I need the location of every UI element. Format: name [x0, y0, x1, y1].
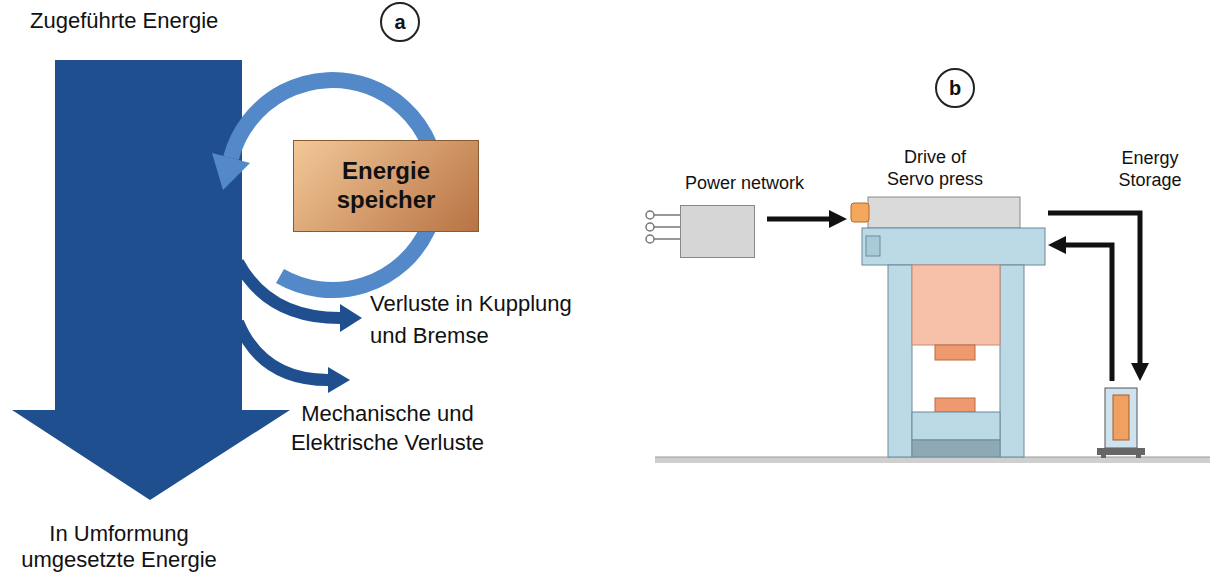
node-heading: Energy Storage — [1110, 148, 1190, 191]
storage-box: Energie speicher — [293, 140, 479, 232]
storage-foot — [1101, 455, 1106, 458]
flow-label: Zugeführte Energie — [30, 8, 218, 33]
loss-arrowhead — [328, 367, 350, 393]
ground — [655, 457, 1210, 463]
terminal — [646, 223, 654, 231]
servo-press — [646, 197, 1210, 463]
lower-die — [935, 398, 975, 412]
upper-die — [935, 345, 975, 360]
node-label: Energie speicher — [304, 157, 468, 215]
flow-label-box: Zugeführte Energie — [30, 8, 218, 34]
press-crown — [862, 228, 1045, 265]
wire — [654, 226, 680, 228]
loss-label-box: Mechanische und Elektrische Verluste — [255, 400, 520, 457]
press-slide — [912, 265, 1000, 345]
loss-arrow — [238, 322, 328, 380]
node-heading-box: Power network — [685, 173, 804, 195]
node-label: a — [394, 10, 405, 34]
press-bed — [912, 440, 1000, 457]
energy-storage: Energy Storage — [1098, 385, 1142, 458]
loss-arrowhead — [340, 304, 362, 332]
storage-body — [1105, 388, 1137, 448]
storage-foot — [1136, 455, 1141, 458]
panel-marker: a — [380, 2, 420, 42]
loss-label: Verluste in Kupplung und Bremse — [370, 291, 572, 348]
node-label: b — [949, 76, 961, 100]
energy-flow-arrow — [1048, 213, 1140, 363]
crown-detail — [866, 236, 880, 256]
bolster — [912, 412, 1000, 440]
servo-motor — [851, 203, 869, 222]
drive-housing — [868, 197, 1020, 228]
press-column — [1000, 265, 1024, 457]
storage-loop-arrowhead — [212, 153, 250, 190]
panel-marker: b — [935, 68, 975, 108]
energy-flow-arrow — [767, 217, 829, 222]
loss-label-box: Verluste in Kupplung und Bremse — [370, 288, 610, 352]
loss-label: Mechanische und Elektrische Verluste — [291, 401, 484, 455]
storage-core — [1113, 395, 1129, 440]
wire — [654, 238, 680, 240]
storage-base — [1097, 448, 1145, 455]
energy-flow-arrow — [1066, 245, 1112, 381]
node-heading-box: Energy Storage — [1110, 148, 1190, 191]
node-heading: Power network — [685, 173, 804, 195]
node-heading: Drive of Servo press — [879, 147, 991, 190]
terminal — [646, 211, 654, 219]
terminal — [646, 235, 654, 243]
power-network-box: Power network — [680, 205, 755, 258]
output-label-box: In Umformung umgesetzte Energie — [8, 521, 230, 574]
press-drive: Drive of Servo press — [850, 195, 1045, 265]
output-label: In Umformung umgesetzte Energie — [21, 521, 217, 572]
node-heading-box: Drive of Servo press — [879, 147, 991, 190]
press-column — [888, 265, 912, 457]
wire — [654, 214, 680, 216]
